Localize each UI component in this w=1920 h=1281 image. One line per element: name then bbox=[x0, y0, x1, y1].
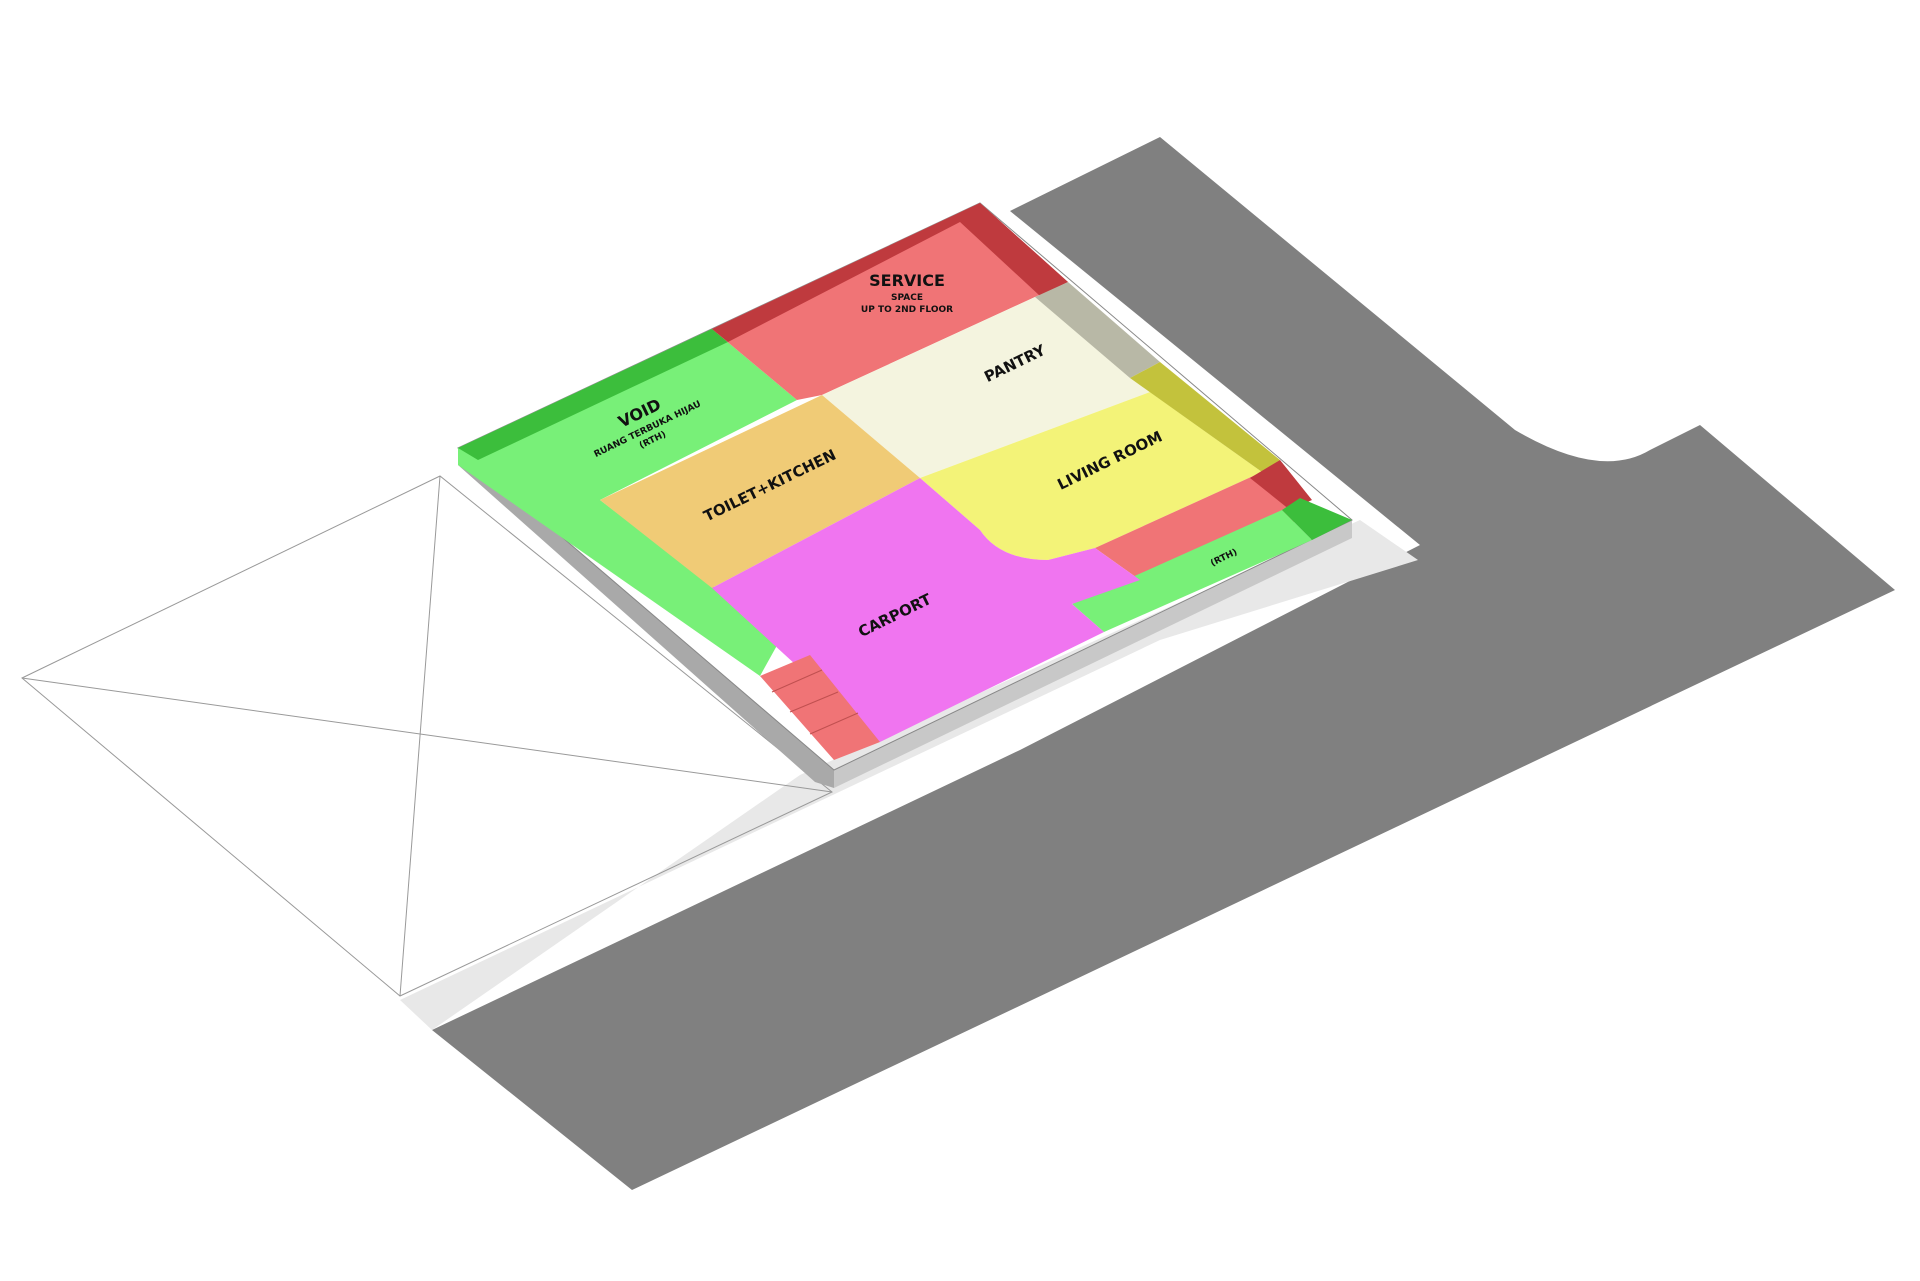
plinth-front-side bbox=[834, 520, 1352, 788]
living-dark-edge bbox=[1130, 362, 1280, 472]
rth-strip-dark bbox=[1282, 498, 1352, 540]
service-strip-right-dark bbox=[1250, 460, 1312, 510]
pantry-gray-edge bbox=[1035, 282, 1160, 378]
sidewalk bbox=[400, 520, 1418, 1030]
road bbox=[432, 137, 1895, 1190]
void-dark-edge bbox=[458, 329, 728, 460]
entry-step-lines bbox=[771, 669, 859, 735]
service-subtitle-1: SPACE bbox=[891, 293, 923, 303]
plinth-left-side bbox=[458, 448, 834, 788]
service-subtitle-2: UP TO 2ND FLOOR bbox=[861, 305, 953, 315]
toilet-kitchen-zone bbox=[600, 395, 920, 588]
service-dark-edge bbox=[712, 203, 1068, 342]
pantry-zone bbox=[822, 297, 1150, 478]
entry-steps bbox=[760, 655, 880, 760]
rth-strip-zone bbox=[1072, 510, 1312, 632]
living-room-zone bbox=[920, 392, 1262, 560]
service-title: SERVICE bbox=[869, 271, 945, 290]
label-service: SERVICE SPACE UP TO 2ND FLOOR bbox=[861, 271, 953, 315]
service-zone bbox=[712, 203, 1068, 400]
service-strip-right bbox=[1095, 472, 1312, 580]
neighbour-plot-outline bbox=[21, 475, 833, 997]
